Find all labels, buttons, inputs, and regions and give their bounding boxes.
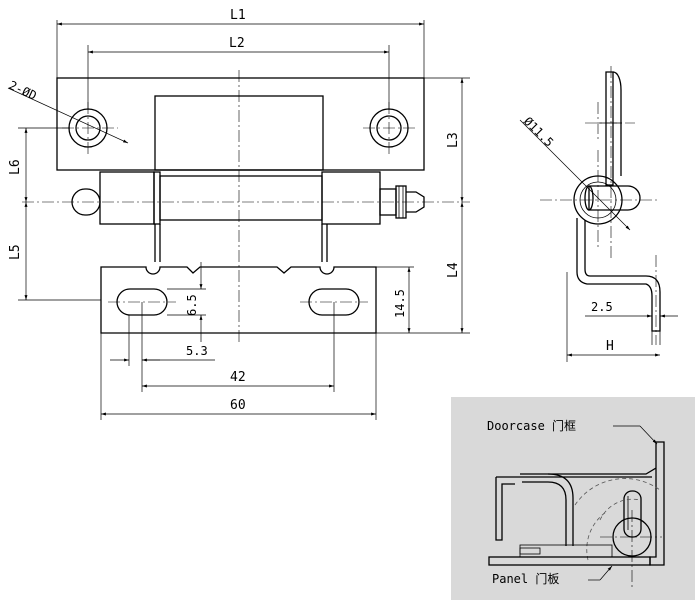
hinge-barrel [71,171,425,225]
pin-body [588,185,641,211]
panel-label: Panel 门板 [492,571,559,586]
dim-l3-label: L3 [446,132,461,148]
hole-callout: 2-ØD [7,78,39,103]
dim-l1-label: L1 [230,8,246,23]
dim-leaf-height: 14.5 [393,289,407,318]
dim-l6-label: L6 [8,159,23,175]
installation-inset: Doorcase 门框 Panel 门板 [451,397,695,600]
dim-l5-label: L5 [8,244,23,260]
bent-plate [576,218,661,332]
front-view: L1 L2 2-ØD L3 L4 L6 L5 6.5 14.5 [7,8,470,420]
pin-diameter-label: Ø11.5 [521,114,556,149]
dim-l2-label: L2 [229,36,245,51]
side-view: Ø11.5 2.5 H [519,66,678,362]
upper-leaf [56,77,425,171]
doorcase-label: Doorcase 门框 [487,418,576,433]
dim-slot-height: 6.5 [185,294,199,316]
lower-leaf [100,266,377,334]
dim-leaf-width: 60 [230,398,246,413]
dim-l4-label: L4 [446,262,461,278]
dim-slot-pitch: 42 [230,370,246,385]
dim-slot-width: 5.3 [186,344,208,358]
dim-h-label: H [606,339,614,354]
thickness-label: 2.5 [591,300,613,314]
